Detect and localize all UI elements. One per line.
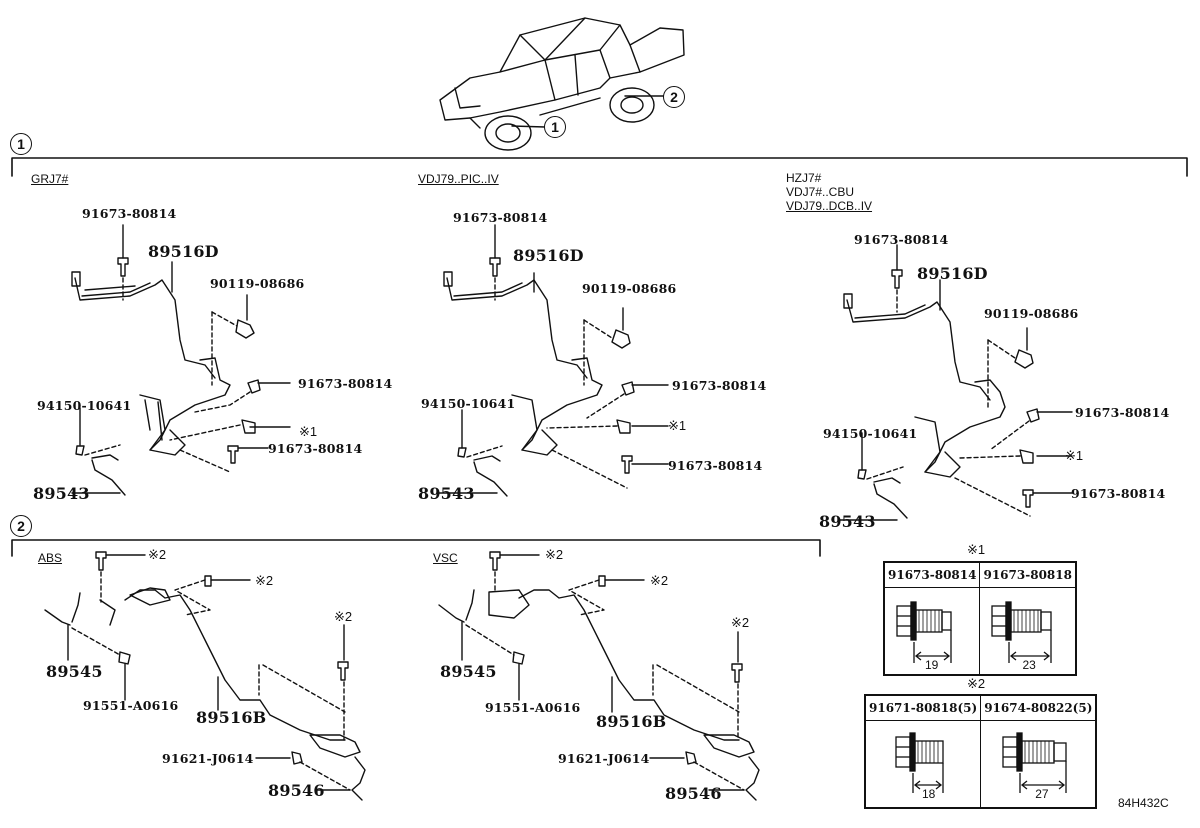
bolt-illustration-cell: 27 xyxy=(980,720,1097,809)
part-label-harness[interactable]: 89516D xyxy=(148,242,219,261)
bolt-reference-note[interactable]: ※1 xyxy=(1065,448,1084,463)
part-label-top-bolt[interactable]: 91673-80814 xyxy=(854,232,949,247)
bolt-icon xyxy=(896,601,952,663)
assembly-rear-vsc xyxy=(438,551,760,801)
bolt-length-dimension: 27 xyxy=(1035,787,1049,801)
variant-label: VDJ79..PIC..IV xyxy=(418,172,499,186)
part-label-clip[interactable]: 94150-10641 xyxy=(421,396,516,411)
bolt-reference-note[interactable]: ※2 xyxy=(731,615,750,630)
part-label-front-bolt[interactable]: 91551-A0616 xyxy=(83,698,179,713)
vehicle-callout-1[interactable]: 1 xyxy=(544,116,566,138)
part-label-sensor[interactable]: 89543 xyxy=(418,484,475,503)
reference-table-title: ※2 xyxy=(967,676,986,691)
bolt-reference-note[interactable]: ※2 xyxy=(545,547,564,562)
part-label-lower-right-bolt[interactable]: 91673-80814 xyxy=(1071,486,1166,501)
part-label-rear-bolt[interactable]: 91621-J0614 xyxy=(558,751,650,766)
part-label-front-sensor[interactable]: 89545 xyxy=(440,662,497,681)
bolt-reference-note[interactable]: ※1 xyxy=(668,418,687,433)
part-label-upper-right-bolt[interactable]: 90119-08686 xyxy=(984,306,1079,321)
part-label-upper-right-bolt[interactable]: 90119-08686 xyxy=(210,276,305,291)
bolt-length-dimension: 18 xyxy=(922,787,936,801)
assembly-front-hzj xyxy=(838,244,1073,521)
illustration-code: 84H432C xyxy=(1118,796,1169,810)
variant-label: HZJ7# xyxy=(786,171,822,185)
vehicle-callout-2[interactable]: 2 xyxy=(663,86,685,108)
variant-label: GRJ7# xyxy=(31,172,69,186)
section-marker-1: 1 xyxy=(10,133,32,155)
reference-part-number[interactable]: 91673-80818 xyxy=(979,561,1077,588)
reference-part-number[interactable]: 91671-80818(5) xyxy=(864,694,982,721)
bolt-illustration-cell: 23 xyxy=(979,587,1077,676)
variant-label: VDJ79..DCB..IV xyxy=(786,199,873,213)
assembly-front-grj xyxy=(71,224,291,496)
part-label-sensor[interactable]: 89543 xyxy=(33,484,90,503)
bolt-illustration-cell: 18 xyxy=(864,720,982,809)
section-marker-2: 2 xyxy=(10,515,32,537)
part-label-clip[interactable]: 94150-10641 xyxy=(37,398,132,413)
bolt-reference-note[interactable]: ※2 xyxy=(255,573,274,588)
part-label-lower-right-bolt[interactable]: 91673-80814 xyxy=(268,441,363,456)
reference-table-1: 91673-80814 91673-80818 19 xyxy=(883,561,1077,676)
part-label-sensor[interactable]: 89543 xyxy=(819,512,876,531)
bolt-icon xyxy=(895,732,944,793)
bolt-icon xyxy=(1002,732,1067,793)
bolt-reference-note[interactable]: ※2 xyxy=(148,547,167,562)
variant-label: VDJ7#..CBU xyxy=(786,185,855,199)
bolt-reference-note[interactable]: ※2 xyxy=(334,609,353,624)
variant-label: ABS xyxy=(38,551,63,565)
bolt-reference-note[interactable]: ※1 xyxy=(299,424,318,439)
part-label-mid-right-bolt[interactable]: 91673-80814 xyxy=(672,378,767,393)
assembly-rear-abs xyxy=(44,551,366,801)
part-label-harness[interactable]: 89516B xyxy=(596,712,667,731)
vehicle-illustration xyxy=(439,17,685,151)
part-label-rear-sensor[interactable]: 89546 xyxy=(665,784,722,803)
part-label-harness[interactable]: 89516B xyxy=(196,708,267,727)
part-label-harness[interactable]: 89516D xyxy=(513,246,584,265)
part-label-mid-right-bolt[interactable]: 91673-80814 xyxy=(298,376,393,391)
reference-table-2: 91671-80818(5) 91674-80822(5) 18 xyxy=(864,694,1098,809)
part-label-front-bolt[interactable]: 91551-A0616 xyxy=(485,700,581,715)
part-label-top-bolt[interactable]: 91673-80814 xyxy=(453,210,548,225)
part-label-upper-right-bolt[interactable]: 90119-08686 xyxy=(582,281,677,296)
bolt-illustration-cell: 19 xyxy=(883,587,981,676)
bolt-reference-note[interactable]: ※2 xyxy=(650,573,669,588)
part-label-harness[interactable]: 89516D xyxy=(917,264,988,283)
part-label-rear-sensor[interactable]: 89546 xyxy=(268,781,325,800)
assembly-front-vdj79-pic xyxy=(436,224,669,497)
part-label-mid-right-bolt[interactable]: 91673-80814 xyxy=(1075,405,1170,420)
reference-part-number[interactable]: 91673-80814 xyxy=(883,561,981,588)
part-label-clip[interactable]: 94150-10641 xyxy=(823,426,918,441)
bolt-length-dimension: 19 xyxy=(925,658,939,672)
variant-label: VSC xyxy=(433,551,458,565)
part-label-top-bolt[interactable]: 91673-80814 xyxy=(82,206,177,221)
reference-table-title: ※1 xyxy=(967,542,986,557)
part-label-lower-right-bolt[interactable]: 91673-80814 xyxy=(668,458,763,473)
bolt-icon xyxy=(991,601,1053,663)
part-label-front-sensor[interactable]: 89545 xyxy=(46,662,103,681)
part-label-rear-bolt[interactable]: 91621-J0614 xyxy=(162,751,254,766)
bolt-length-dimension: 23 xyxy=(1022,658,1036,672)
reference-part-number[interactable]: 91674-80822(5) xyxy=(980,694,1097,721)
